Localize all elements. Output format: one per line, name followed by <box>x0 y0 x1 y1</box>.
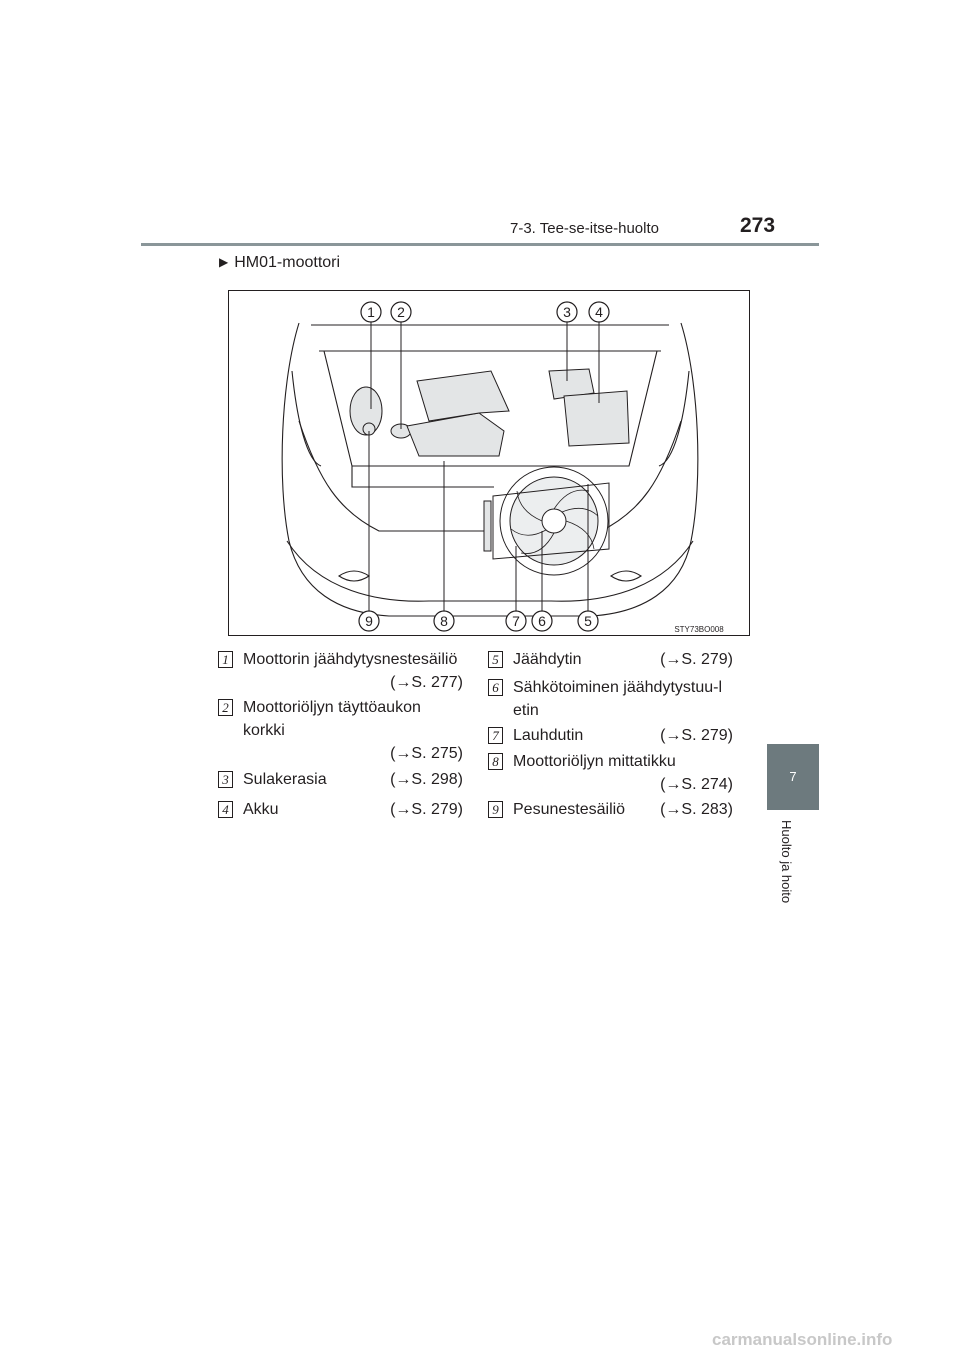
legend-number-5: 5 <box>488 651 503 668</box>
legend-ref-8: (→S. 274) <box>660 776 733 793</box>
callout-8: 8 <box>433 610 455 632</box>
chapter-number: 7 <box>789 769 797 784</box>
legend-item-9: 9 Pesunestesäiliö (→S. 283) <box>488 798 735 822</box>
legend-number-3: 3 <box>218 771 233 788</box>
legend-ref-4: (→S. 279) <box>390 801 463 818</box>
legend-number-4: 4 <box>218 801 233 818</box>
legend-number-8: 8 <box>488 753 503 770</box>
callout-leader-lines <box>368 322 600 612</box>
legend-item-5: 5 Jäähdytin (→S. 279) <box>488 648 735 672</box>
legend-item-7: 7 Lauhdutin (→S. 279) <box>488 724 735 748</box>
legend-number-6: 6 <box>488 679 503 696</box>
callout-markers: 1 2 3 4 5 6 7 8 9 <box>358 301 610 632</box>
legend-item-8: 8 Moottoriöljyn mittatikku (→S. 274) <box>488 750 735 796</box>
legend-label-2: Moottoriöljyn täyttöaukon korkki <box>243 699 421 739</box>
legend-item-6: 6 Sähkötoiminen jäähdytystuu-letin <box>488 676 735 722</box>
callout-3: 3 <box>556 301 578 323</box>
legend-label-6: Sähkötoiminen jäähdytystuu-letin <box>513 679 723 719</box>
callout-5: 5 <box>577 610 599 632</box>
chapter-tab: 7 <box>767 744 819 810</box>
car-front-outline <box>281 322 699 617</box>
legend-number-2: 2 <box>218 699 233 716</box>
running-header-section: 7-3. Tee-se-itse-huolto <box>510 220 659 237</box>
svg-text:1: 1 <box>367 304 375 320</box>
engine-bay-illustration: 1 2 3 4 5 6 7 8 9 STY73BO008 <box>281 301 724 634</box>
page-number: 273 <box>740 214 776 237</box>
fan-blades <box>510 489 599 554</box>
legend-label-5: Jäähdytin <box>513 651 582 668</box>
legend-item-4: 4 Akku (→S. 279) <box>218 798 465 822</box>
legend-item-3: 3 Sulakerasia (→S. 298) <box>218 768 465 792</box>
engine-components <box>349 368 630 576</box>
watermark-text: carmanualsonline.info <box>712 1330 893 1349</box>
subsection-heading: ▶ HM01-moottori <box>219 254 340 272</box>
figure-code: STY73BO008 <box>674 625 724 634</box>
callout-7: 7 <box>505 610 527 632</box>
legend-number-7: 7 <box>488 727 503 744</box>
legend-number-9: 9 <box>488 801 503 818</box>
legend-ref-7: (→S. 279) <box>660 727 733 744</box>
subsection-title: HM01-moottori <box>234 254 341 271</box>
svg-text:5: 5 <box>584 613 592 629</box>
header-divider <box>141 243 819 246</box>
legend-item-1: 1 Moottorin jäähdytysnestesäiliö (→S. 27… <box>218 648 465 694</box>
legend-label-8: Moottoriöljyn mittatikku <box>513 753 676 770</box>
legend-item-2: 2 Moottoriöljyn täyttöaukon korkki (→S. … <box>218 696 465 766</box>
legend-ref-3: (→S. 298) <box>390 771 463 788</box>
svg-text:2: 2 <box>397 304 405 320</box>
svg-text:4: 4 <box>595 304 603 320</box>
triangle-bullet-icon: ▶ <box>219 255 229 269</box>
svg-text:9: 9 <box>365 613 373 629</box>
svg-text:3: 3 <box>563 304 571 320</box>
legend-label-9: Pesunestesäiliö <box>513 801 626 818</box>
legend-label-7: Lauhdutin <box>513 727 584 744</box>
legend-ref-9: (→S. 283) <box>660 801 733 818</box>
engine-bay-figure: 1 2 3 4 5 6 7 8 9 STY73BO008 <box>228 290 750 636</box>
callout-6: 6 <box>531 610 553 632</box>
legend-ref-5: (→S. 279) <box>660 651 733 668</box>
legend-label-3: Sulakerasia <box>243 771 327 788</box>
callout-2: 2 <box>390 301 412 323</box>
callout-4: 4 <box>588 301 610 323</box>
chapter-label: Huolto ja hoito <box>779 820 794 904</box>
legend-ref-2: (→S. 275) <box>390 745 463 762</box>
chapter-label-vertical: Huolto ja hoito <box>772 820 816 920</box>
callout-9: 9 <box>358 610 380 632</box>
callout-1: 1 <box>360 301 382 323</box>
svg-text:6: 6 <box>538 613 546 629</box>
legend-label-1: Moottorin jäähdytysnestesäiliö <box>243 651 458 668</box>
legend-number-1: 1 <box>218 651 233 668</box>
svg-text:8: 8 <box>440 613 448 629</box>
svg-text:7: 7 <box>512 613 520 629</box>
legend-ref-1: (→S. 277) <box>390 674 463 691</box>
legend-label-4: Akku <box>243 801 279 818</box>
